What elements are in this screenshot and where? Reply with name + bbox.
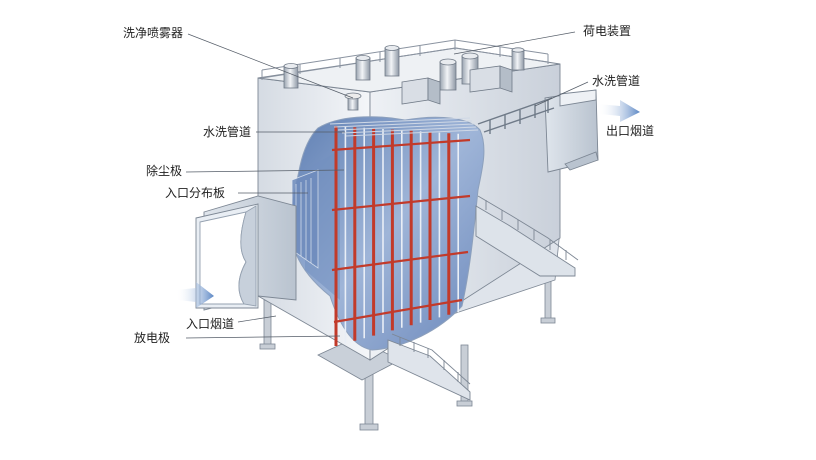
label-inlet-flue: 入口烟道 xyxy=(186,317,235,331)
spray-header-pipe xyxy=(341,126,477,134)
electrode-frame-rail xyxy=(331,194,471,212)
inlet-airflow-arrow xyxy=(176,282,214,308)
water-wash-piping xyxy=(477,97,555,134)
leader-lines xyxy=(185,31,589,339)
electrode-frame-rail xyxy=(333,298,463,324)
label-inlet-distribution-plate: 入口分布板 xyxy=(165,186,226,200)
stair-walkway-right xyxy=(475,195,579,277)
airflow-arrows xyxy=(176,100,640,308)
spray-header-pipe xyxy=(337,123,475,131)
roof-equipment xyxy=(261,39,549,111)
label-dust-collector-plate: 除尘极 xyxy=(146,164,183,178)
electrode-frame-rail xyxy=(331,138,471,152)
label-discharge-electrode: 放电极 xyxy=(134,331,171,345)
electrode-frame-rail xyxy=(331,250,469,272)
outlet-duct xyxy=(544,89,599,173)
label-water-wash-pipe-right: 水洗管道 xyxy=(592,74,641,88)
label-charging-device: 荷电装置 xyxy=(583,24,632,38)
collector-electrode-array xyxy=(329,117,479,346)
label-outlet-flue: 出口烟道 xyxy=(606,124,655,138)
label-wash-sprayer: 洗净喷雾器 xyxy=(123,26,184,40)
inlet-distribution-plate xyxy=(291,169,319,269)
stair-walkway-bottom xyxy=(387,333,471,401)
spray-header-pipe xyxy=(333,120,473,128)
outlet-airflow-arrow xyxy=(598,100,640,122)
spray-header-pipe xyxy=(329,117,471,125)
inlet-duct xyxy=(195,195,297,311)
spray-header-pipe xyxy=(345,129,479,137)
label-water-wash-pipe-left: 水洗管道 xyxy=(203,125,252,139)
